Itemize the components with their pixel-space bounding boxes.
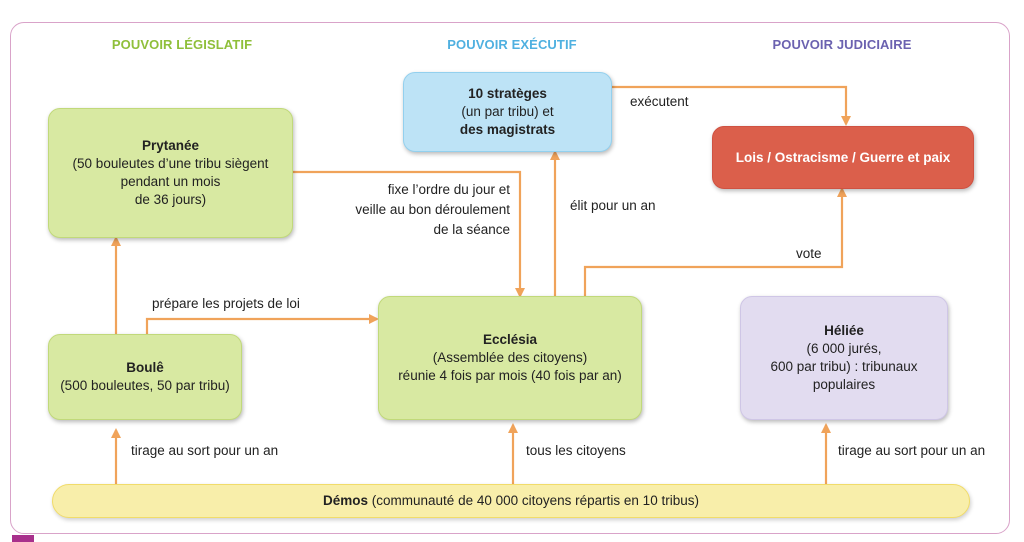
arrow-ecclesia-to-lois [583, 187, 847, 296]
ecclesia-box: Ecclésia (Assemblée des citoyens) réunie… [378, 296, 642, 420]
label-fixe-line-2: veille au bon déroulement [355, 202, 510, 217]
ecclesia-line-1: (Assemblée des citoyens) [432, 350, 588, 365]
label-tirage-heliee: tirage au sort pour un an [838, 443, 986, 458]
prytanee-line-1: (50 bouleutes d’une tribu siègent [72, 156, 269, 171]
prytanee-title: Prytanée [141, 138, 200, 153]
prytanee-line-2: pendant un mois [120, 174, 221, 189]
arrow-strateges-to-lois [612, 85, 851, 126]
lois-box: Lois / Ostracisme / Guerre et paix [712, 126, 974, 189]
header-executif: POUVOIR EXÉCUTIF [447, 37, 577, 52]
label-tirage-boule: tirage au sort pour un an [131, 443, 279, 458]
strateges-line-2: des magistrats [459, 122, 556, 137]
prytanee-box: Prytanée (50 bouleutes d’une tribu siège… [48, 108, 293, 238]
diagram-frame [10, 22, 1010, 534]
label-prepare: prépare les projets de loi [152, 296, 300, 311]
ecclesia-line-2: réunie 4 fois par mois (40 fois par an) [398, 368, 622, 383]
demos-title: Démos [323, 493, 369, 508]
label-tous-citoyens: tous les citoyens [526, 443, 626, 458]
boule-title: Boulê [126, 360, 164, 375]
arrow-prytanee-to-ecclesia [293, 170, 525, 298]
arrow-boule-to-ecclesia [145, 314, 379, 334]
page-accent-mark [12, 535, 34, 542]
heliee-line-2: 600 par tribu) : tribunaux [770, 359, 918, 374]
label-fixe-line-1: fixe l’ordre du jour et [387, 182, 510, 197]
label-elit: élit pour un an [570, 198, 656, 213]
heliee-line-3: populaires [812, 377, 876, 392]
label-executent: exécutent [630, 94, 689, 109]
heliee-box: Héliée (6 000 jurés, 600 par tribu) : tr… [740, 296, 948, 420]
strateges-line-1: (un par tribu) et [461, 104, 554, 119]
lois-title: Lois / Ostracisme / Guerre et paix [735, 149, 951, 165]
demos-description: (communauté de 40 000 citoyens répartis … [368, 493, 699, 508]
header-judiciaire: POUVOIR JUDICIAIRE [772, 37, 912, 52]
header-legislatif: POUVOIR LÉGISLATIF [111, 37, 253, 52]
heliee-line-1: (6 000 jurés, [806, 341, 882, 356]
boule-box: Boulê (500 bouleutes, 50 par tribu) [48, 334, 242, 420]
boule-line-1: (500 bouleutes, 50 par tribu) [60, 378, 230, 393]
demos-bar: Démos (communauté de 40 000 citoyens rép… [52, 484, 970, 518]
ecclesia-title: Ecclésia [482, 332, 538, 347]
heliee-title: Héliée [824, 323, 864, 338]
prytanee-line-3: de 36 jours) [134, 192, 207, 207]
label-vote: vote [796, 246, 822, 261]
strateges-box: 10 stratèges (un par tribu) et des magis… [403, 72, 612, 152]
strateges-title: 10 stratèges [468, 86, 547, 101]
label-fixe-line-3: de la séance [433, 222, 510, 237]
